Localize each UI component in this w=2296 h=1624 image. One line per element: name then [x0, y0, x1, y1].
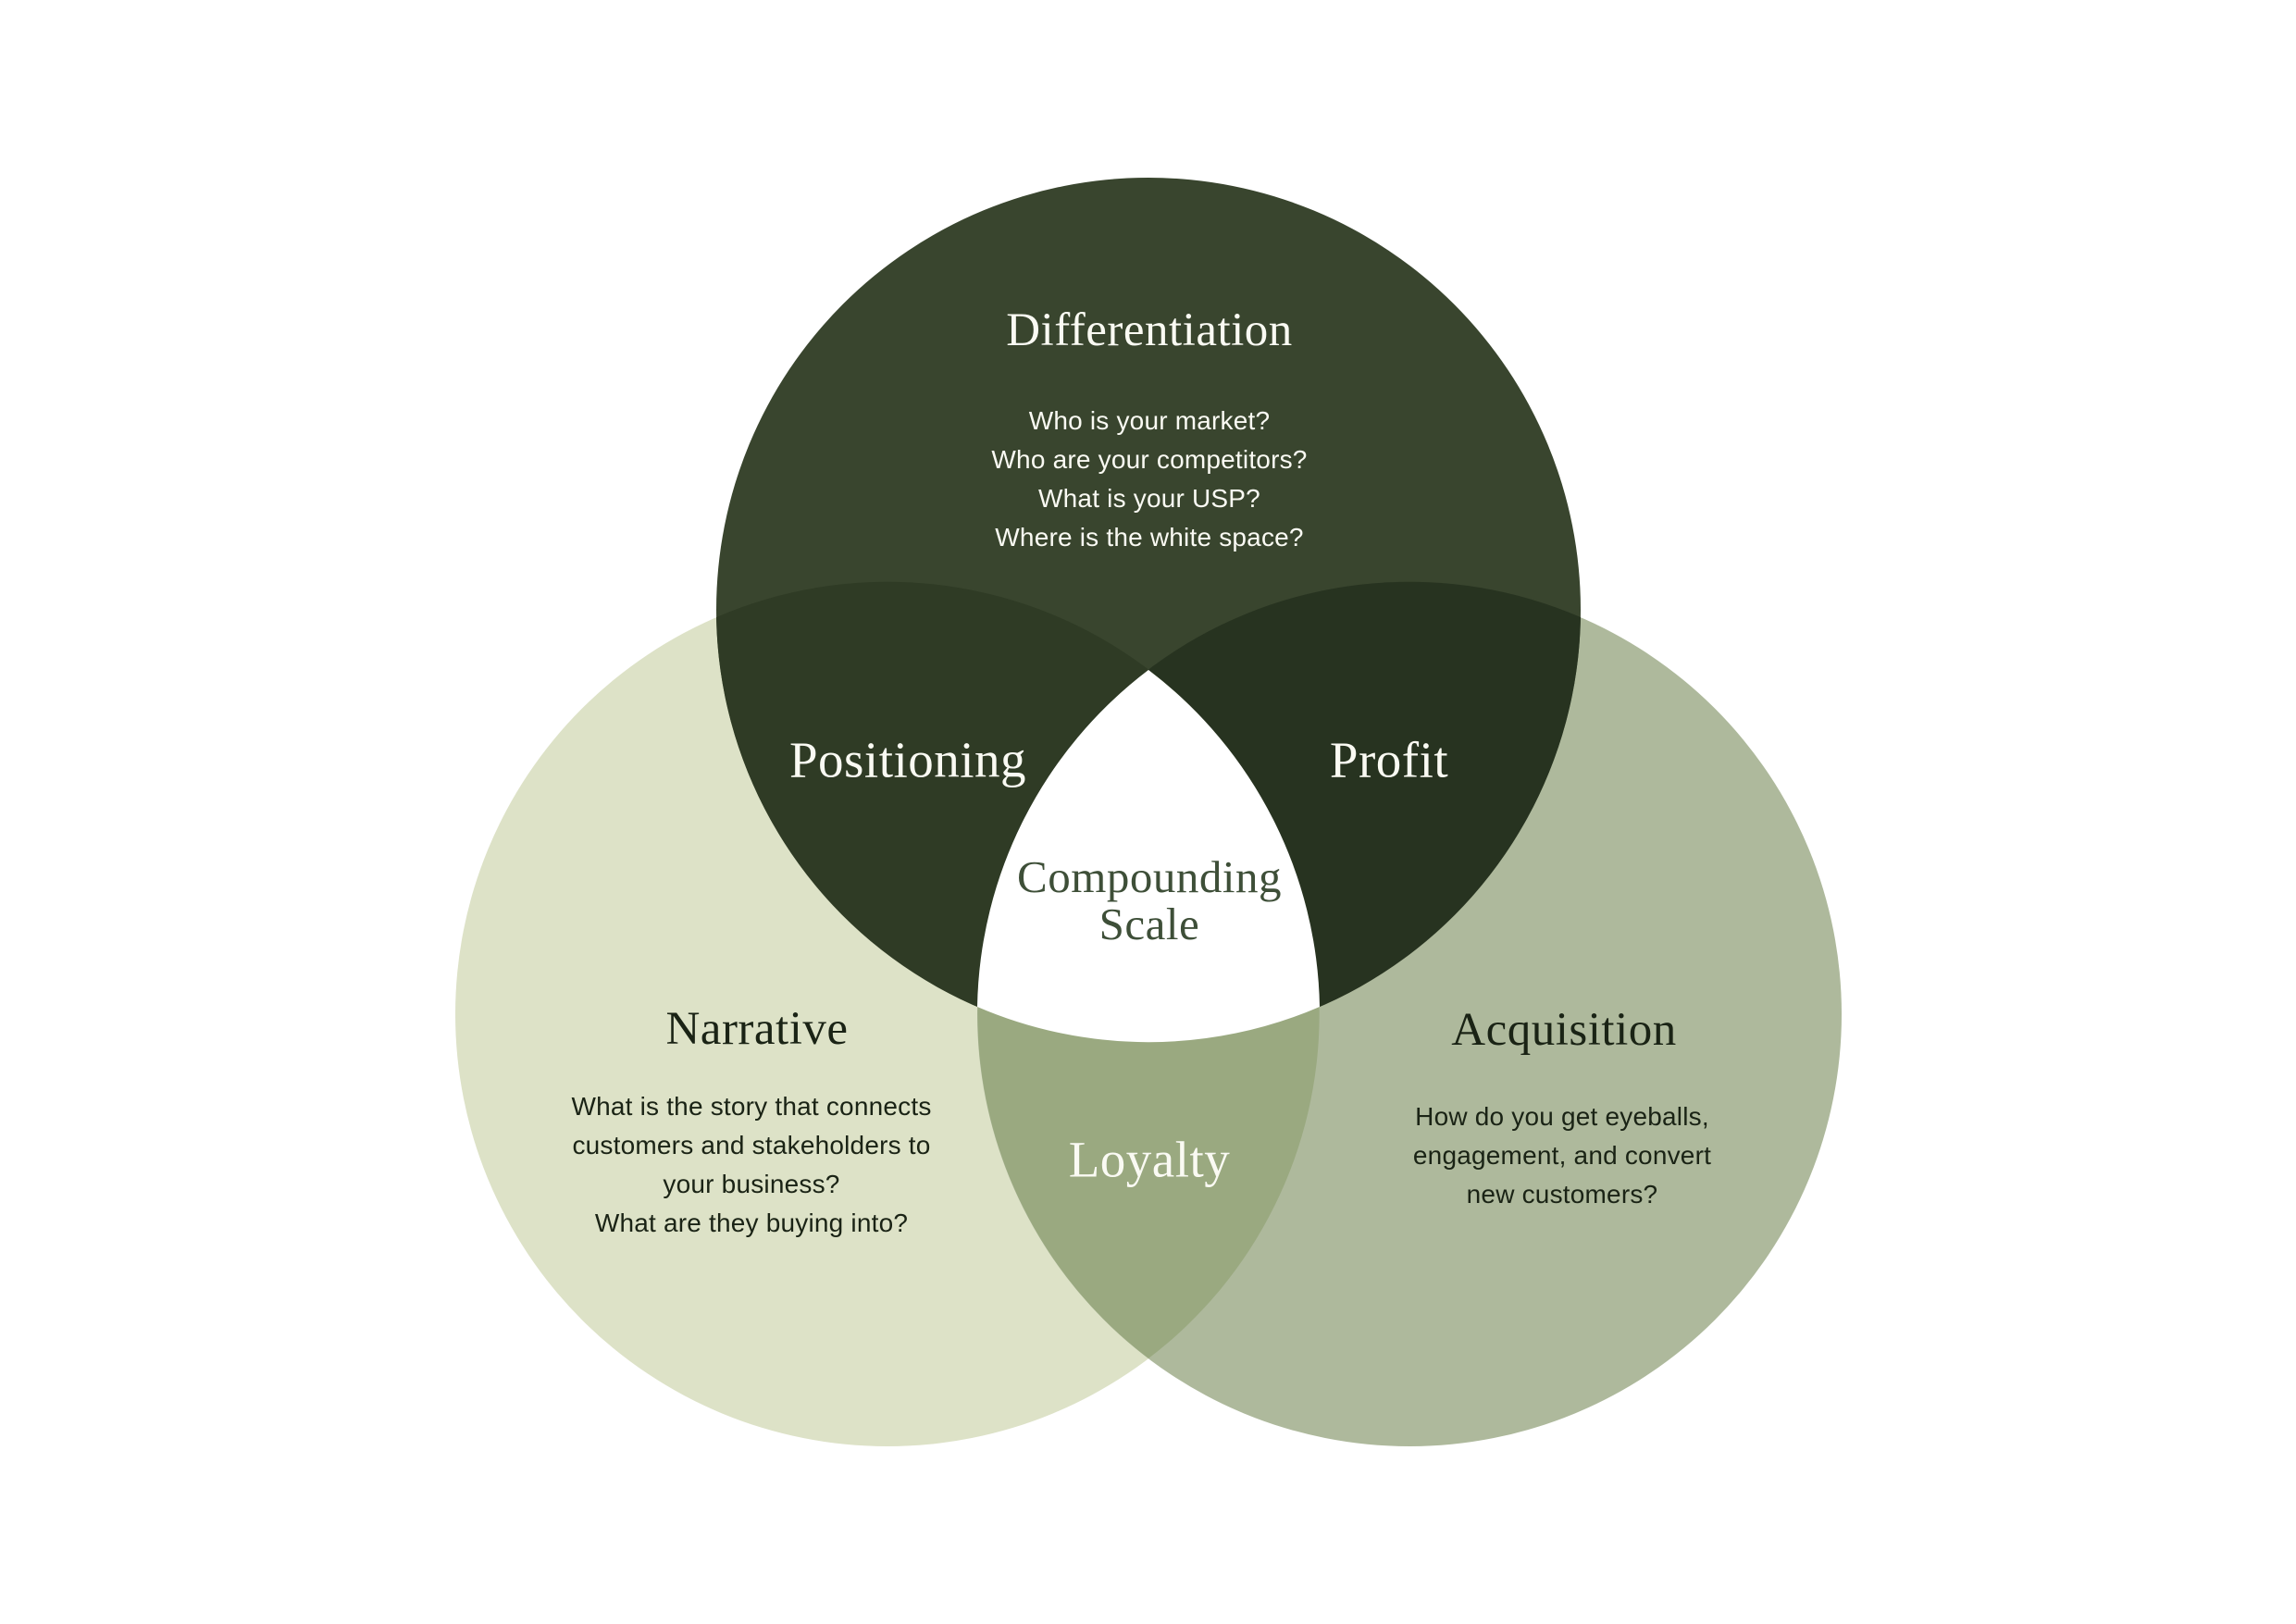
positioning-label: Positioning	[788, 731, 1027, 788]
differentiation-title: Differentiation	[1006, 304, 1293, 356]
loyalty-label: Loyalty	[1068, 1131, 1231, 1188]
profit-label: Profit	[1329, 731, 1449, 788]
differentiation-questions: Who is your market? Who are your competi…	[991, 406, 1308, 552]
compounding-scale-label: Compounding Scale	[1017, 851, 1282, 949]
narrative-title: Narrative	[665, 1003, 849, 1055]
narrative-questions: What is the story that connects customer…	[571, 1092, 932, 1237]
acquisition-questions: How do you get eyeballs, engagement, and…	[1412, 1102, 1712, 1209]
acquisition-title: Acquisition	[1451, 1004, 1677, 1056]
center-overlap-shape	[977, 670, 1320, 1043]
